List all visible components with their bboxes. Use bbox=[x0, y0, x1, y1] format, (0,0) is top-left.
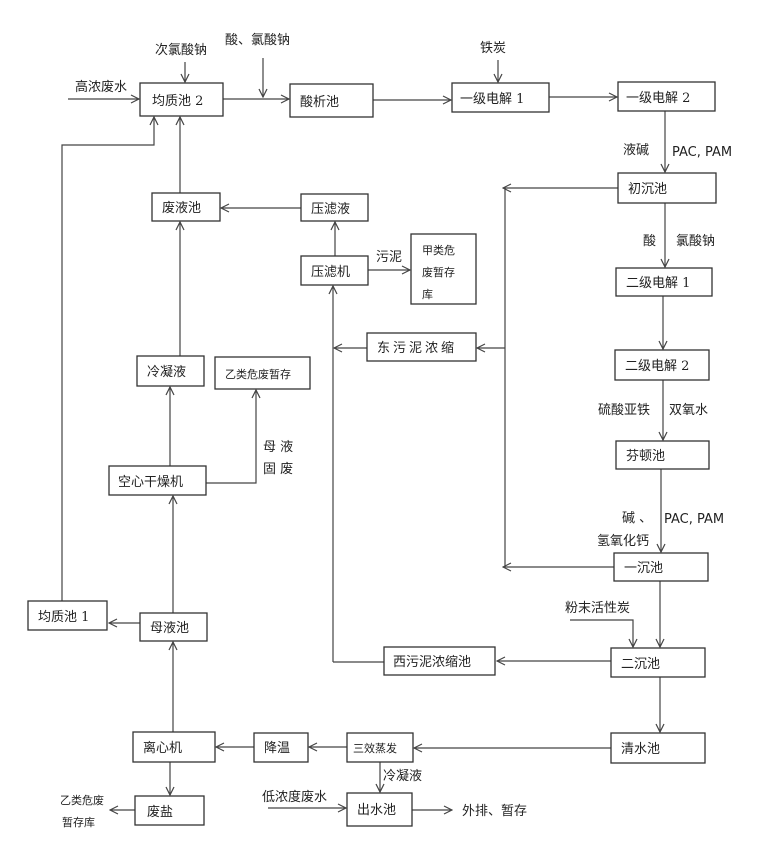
label-condensate: 冷凝液 bbox=[383, 768, 422, 784]
node-muye: 母液池 bbox=[139, 612, 208, 642]
node-label: 压滤液 bbox=[311, 202, 350, 217]
label-alkali: 碱 、 bbox=[622, 511, 652, 526]
label-acid-chlorate: 酸、氯酸钠 bbox=[225, 33, 290, 48]
node-label: 降温 bbox=[264, 741, 290, 756]
label-solid-waste: 固 废 bbox=[263, 461, 293, 477]
node-jialei-storage: 甲类危 废暂存 库 bbox=[410, 233, 477, 305]
node-yiji2: 一级电解 2 bbox=[617, 81, 716, 112]
node-xiwuni: 西污泥浓缩池 bbox=[383, 646, 496, 676]
label-liquid-alkali: 液碱 bbox=[623, 143, 649, 158]
node-label: 出水池 bbox=[357, 803, 396, 818]
label-powder-activated-carbon: 粉末活性炭 bbox=[565, 601, 630, 616]
node-label: 空心干燥机 bbox=[118, 475, 183, 490]
label-pac-pam-1: PAC, PAM bbox=[672, 145, 732, 160]
node-junzhi1: 均质池 1 bbox=[27, 600, 108, 631]
node-label: 废液池 bbox=[162, 200, 201, 216]
label-mother-liquor: 母 液 bbox=[263, 440, 293, 455]
node-yalvji: 压滤机 bbox=[300, 255, 369, 286]
node-label: 均质池 1 bbox=[38, 610, 89, 625]
label-hypochlorite: 次氯酸钠 bbox=[155, 42, 207, 58]
node-feiye: 废液池 bbox=[151, 192, 221, 222]
node-yilei: 乙类危废暂存 bbox=[214, 356, 311, 390]
node-label: 东污泥浓缩 bbox=[377, 340, 457, 356]
label-discharge-storage: 外排、暂存 bbox=[462, 804, 527, 819]
node-label: 二级电解 2 bbox=[625, 359, 689, 374]
node-label: 废盐 bbox=[147, 804, 173, 820]
node-fenton: 芬顿池 bbox=[615, 440, 710, 470]
node-chushui: 出水池 bbox=[346, 792, 413, 827]
label-storage-room: 暂存库 bbox=[62, 815, 95, 829]
node-erchen: 二沉池 bbox=[610, 647, 706, 678]
arrow-carbon bbox=[570, 619, 633, 647]
node-label: 芬顿池 bbox=[626, 449, 665, 464]
node-erji2: 二级电解 2 bbox=[614, 349, 710, 381]
label-high-conc-wastewater: 高浓废水 bbox=[75, 79, 127, 95]
node-feiyan: 废盐 bbox=[134, 795, 205, 826]
node-jiangwen: 降温 bbox=[253, 732, 309, 763]
label-calcium-hydroxide: 氢氧化钙 bbox=[597, 534, 649, 549]
node-sanxiao: 三效蒸发 bbox=[346, 732, 414, 763]
node-qingshui: 清水池 bbox=[610, 732, 706, 764]
label-acid: 酸 bbox=[643, 234, 656, 249]
node-label: 甲类危 bbox=[422, 243, 455, 257]
arrow-kongxin-yilei bbox=[206, 390, 256, 484]
node-label: 一级电解 1 bbox=[460, 92, 524, 107]
node-suanxi: 酸析池 bbox=[289, 83, 374, 118]
node-label: 三效蒸发 bbox=[353, 741, 397, 755]
node-label: 离心机 bbox=[143, 740, 182, 756]
node-label: 压滤机 bbox=[311, 265, 350, 280]
node-label: 清水池 bbox=[621, 742, 660, 757]
node-yichen: 一沉池 bbox=[613, 552, 709, 582]
node-lixin: 离心机 bbox=[132, 731, 216, 763]
node-label: 二级电解 1 bbox=[626, 276, 690, 291]
node-yiji1: 一级电解 1 bbox=[451, 82, 550, 113]
node-junzhi2: 均质池 2 bbox=[139, 82, 224, 117]
node-dongwuni: 东污泥浓缩 bbox=[366, 332, 477, 362]
node-lengning: 冷凝液 bbox=[136, 355, 205, 387]
node-label: 冷凝液 bbox=[147, 364, 186, 380]
node-chuchen: 初沉池 bbox=[617, 172, 717, 204]
node-label: 初沉池 bbox=[628, 182, 667, 197]
node-label: 均质池 2 bbox=[152, 94, 203, 109]
connectors bbox=[61, 58, 665, 810]
label-low-conc-wastewater: 低浓度废水 bbox=[262, 789, 327, 805]
node-erji1: 二级电解 1 bbox=[615, 267, 713, 297]
node-label: 一级电解 2 bbox=[626, 91, 690, 106]
arrow-junzhi1-junzhi2 bbox=[61, 117, 154, 601]
label-sludge: 污泥 bbox=[376, 250, 402, 265]
node-label: 母液池 bbox=[150, 621, 189, 636]
label-ferrous-sulfate: 硫酸亚铁 bbox=[598, 403, 650, 418]
node-label: 库 bbox=[422, 288, 433, 301]
label-hydrogen-peroxide: 双氧水 bbox=[669, 403, 708, 418]
node-label: 酸析池 bbox=[300, 95, 339, 110]
node-label: 二沉池 bbox=[621, 657, 660, 672]
node-kongxin: 空心干燥机 bbox=[108, 465, 207, 496]
node-label: 乙类危废暂存 bbox=[225, 367, 291, 381]
label-iron-carbon: 铁炭 bbox=[480, 41, 506, 56]
node-yalvye: 压滤液 bbox=[300, 193, 369, 222]
label-class-b-waste: 乙类危废 bbox=[60, 793, 104, 807]
label-chlorate: 氯酸钠 bbox=[676, 234, 715, 249]
node-label: 西污泥浓缩池 bbox=[393, 654, 471, 670]
node-label: 废暂存 bbox=[422, 265, 455, 279]
label-pac-pam-2: PAC, PAM bbox=[664, 512, 724, 527]
node-label: 一沉池 bbox=[624, 561, 663, 576]
